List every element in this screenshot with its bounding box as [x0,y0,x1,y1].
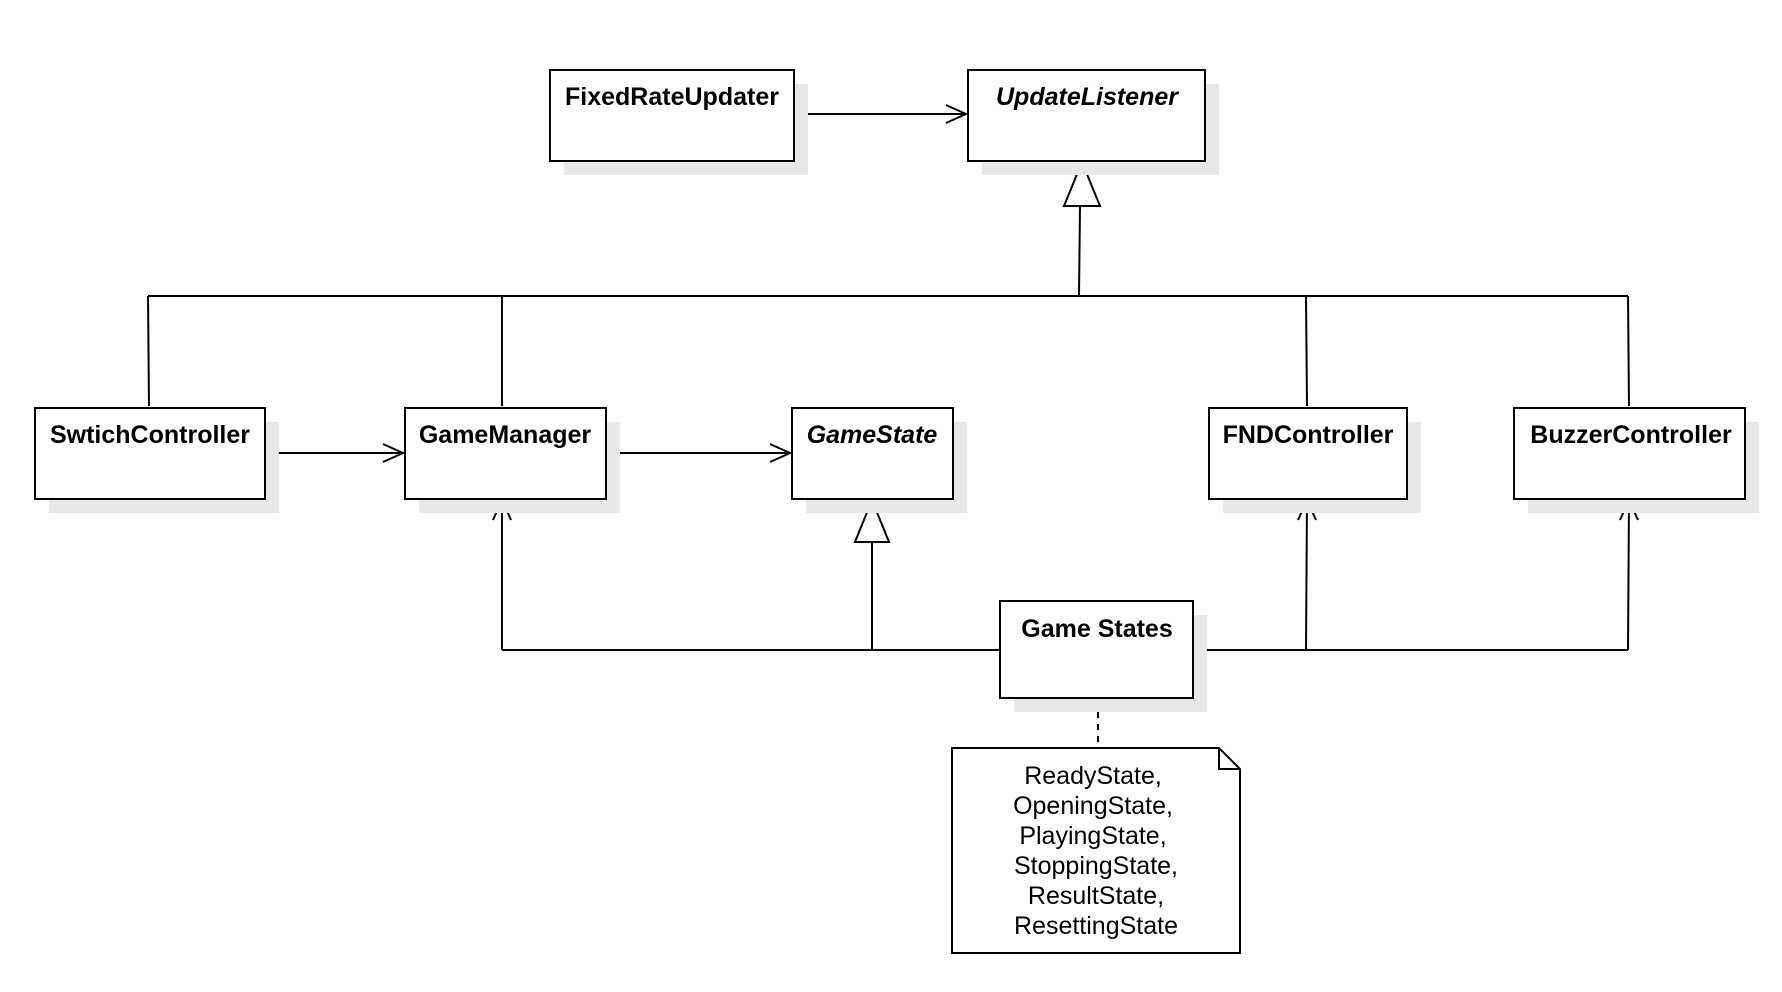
note-line: ResultState, [1028,882,1164,910]
note-line: PlayingState, [1019,822,1166,850]
note-gamestates-list: ReadyState, OpeningState, PlayingState, … [951,747,1241,954]
note-line: OpeningState, [1013,792,1173,820]
class-box-fixedrateupdater: FixedRateUpdater [549,69,808,175]
hollow-triangle-icon [1062,159,1102,207]
generalization-branch-buzzercontroller [1627,295,1630,407]
dependency-gamestates-fndcontroller [1305,499,1308,651]
class-name-buzzercontroller: BuzzerController [1530,421,1732,449]
class-name-gamemanager: GameManager [419,421,592,449]
interface-name-updatelistener: UpdateListener [996,83,1179,111]
class-name-fixedrateupdater: FixedRateUpdater [565,83,779,111]
class-box-fndcontroller: FNDController [1208,407,1421,513]
open-arrowhead-icon [945,104,969,124]
class-box-switchcontroller: SwtichController [34,407,279,513]
class-box-gamemanager: GameManager [404,407,620,513]
note-line: StoppingState, [1014,852,1178,880]
open-arrowhead-icon [382,443,406,463]
generalization-branch-fndcontroller [1305,295,1308,407]
dependency-gamestates-buzzercontroller [1627,499,1630,651]
class-name-fndcontroller: FNDController [1223,421,1394,449]
note-shape [951,747,1241,954]
connectors [147,104,1639,748]
generalization-branch-switchcontroller [147,295,150,407]
hollow-triangle-icon [853,497,891,543]
note-line: ReadyState, [1024,762,1162,790]
class-box-gamestates: Game States [999,600,1207,712]
class-name-switchcontroller: SwtichController [50,421,250,449]
note-line: ResettingState [1014,912,1178,940]
open-arrowhead-icon [769,443,793,463]
generalization-trunk-updatelistener [1078,205,1081,297]
class-box-buzzercontroller: BuzzerController [1513,407,1759,513]
note-folded-corner-icon [1218,748,1240,770]
class-box-gamestate: GameState [791,407,967,513]
class-box-updatelistener: UpdateListener [967,69,1219,175]
abstract-class-name-gamestate: GameState [807,421,938,449]
class-name-gamestates: Game States [1021,615,1172,643]
